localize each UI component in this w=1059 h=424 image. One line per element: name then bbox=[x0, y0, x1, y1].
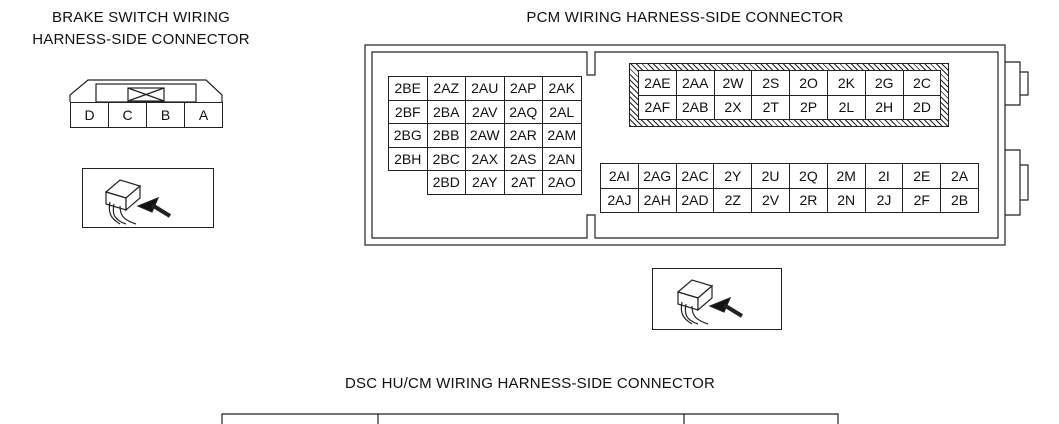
pcm-pin: 2AH bbox=[637, 187, 677, 213]
pcm-pin: 2Q bbox=[789, 163, 828, 189]
pcm-pin: 2BD bbox=[426, 170, 466, 195]
brake-switch-probe-frame bbox=[82, 168, 214, 228]
pcm-pin: 2AV bbox=[465, 99, 505, 124]
pcm-pin: 2AC bbox=[675, 163, 715, 189]
brake-switch-title-line2: HARNESS-SIDE CONNECTOR bbox=[32, 31, 250, 48]
pcm-pin: 2V bbox=[751, 187, 790, 213]
pcm-pin: 2Z bbox=[713, 187, 753, 213]
pcm-pin: 2AM bbox=[542, 123, 582, 148]
brake-switch-pin: C bbox=[108, 102, 147, 128]
pcm-pin: 2AR bbox=[503, 123, 543, 148]
brake-switch-pin: B bbox=[146, 102, 185, 128]
dsc-title: DSC HU/CM WIRING HARNESS-SIDE CONNECTOR bbox=[344, 375, 716, 392]
pcm-pin: 2AT bbox=[503, 170, 543, 195]
pcm-pin: 2E bbox=[902, 163, 942, 189]
brake-switch-pin: A bbox=[184, 102, 223, 128]
pcm-pin: 2AL bbox=[542, 99, 582, 124]
pcm-pin: 2Y bbox=[713, 163, 753, 189]
pcm-pin: 2AX bbox=[465, 146, 505, 171]
brake-switch-pin: D bbox=[70, 102, 109, 128]
pcm-probe-frame bbox=[652, 268, 782, 330]
pcm-pin: 2M bbox=[826, 163, 866, 189]
pcm-pin: 2R bbox=[789, 187, 828, 213]
pcm-pin: 2I bbox=[864, 163, 904, 189]
pcm-pin: 2C bbox=[902, 70, 942, 96]
pcm-pin: 2BE bbox=[388, 76, 428, 101]
pcm-pin: 2BH bbox=[388, 146, 428, 171]
brake-switch-title-line1: BRAKE SWITCH WIRING bbox=[52, 9, 230, 26]
pcm-pin: 2BC bbox=[426, 146, 466, 171]
pcm-pin: 2N bbox=[826, 187, 866, 213]
pcm-pin: 2K bbox=[827, 70, 866, 96]
pcm-pin: 2X bbox=[713, 94, 753, 120]
pcm-pin: 2AJ bbox=[600, 187, 639, 213]
pcm-title: PCM WIRING HARNESS-SIDE CONNECTOR bbox=[526, 9, 844, 26]
pcm-pin: 2G bbox=[864, 70, 904, 96]
pcm-pin: 2BF bbox=[388, 99, 428, 124]
pcm-pin: 2BB bbox=[426, 123, 466, 148]
pcm-pin: 2AA bbox=[675, 70, 715, 96]
pcm-pin: 2D bbox=[902, 94, 942, 120]
pcm-pin: 2AO bbox=[542, 170, 582, 195]
pcm-pin: 2H bbox=[864, 94, 904, 120]
pcm-pin: 2AU bbox=[465, 76, 505, 101]
pcm-pin: 2P bbox=[789, 94, 828, 120]
pcm-pin: 2B bbox=[940, 187, 979, 213]
pcm-pin: 2BG bbox=[388, 123, 428, 148]
pcm-pin: 2AB bbox=[675, 94, 715, 120]
pcm-pin: 2A bbox=[940, 163, 979, 189]
pcm-pin: 2AY bbox=[465, 170, 505, 195]
pcm-pin: 2BA bbox=[426, 99, 466, 124]
pcm-pin: 2S bbox=[751, 70, 791, 96]
pcm-pin: 2T bbox=[751, 94, 791, 120]
pcm-pin: 2AP bbox=[503, 76, 543, 101]
